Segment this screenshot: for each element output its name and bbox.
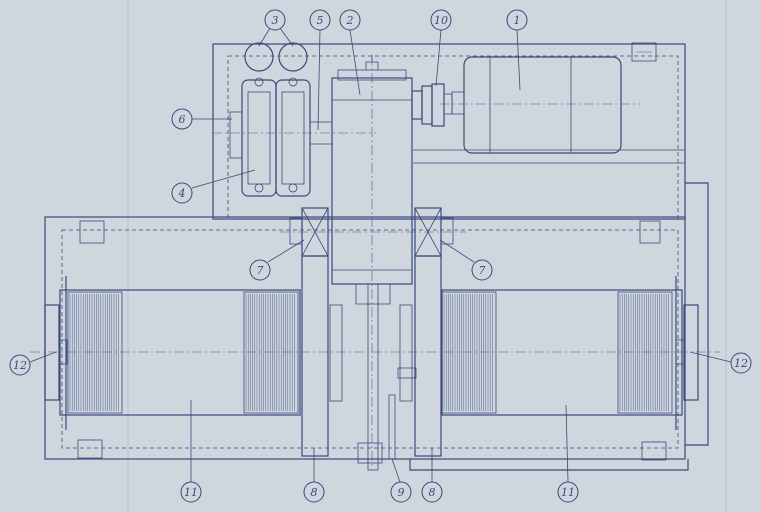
drum-supports (301, 255, 442, 457)
callout-12-right: 12 (689, 351, 752, 374)
callout-1: 1 (506, 9, 528, 91)
callout-label-12-right: 12 (734, 357, 748, 370)
end-bearing-right (675, 276, 699, 430)
callout-label-8-right: 8 (429, 486, 436, 499)
drum-right (441, 289, 683, 416)
end-bearing-left (44, 276, 68, 430)
brake-unit (212, 42, 376, 197)
callout-7-right: 7 (439, 239, 493, 281)
callout-7-left: 7 (249, 239, 305, 281)
callout-6: 6 (171, 108, 232, 130)
callout-11-right: 11 (557, 404, 579, 503)
callout-label-6: 6 (179, 113, 186, 126)
callout-label-1: 1 (514, 14, 521, 27)
callout-3: 3 (258, 9, 294, 47)
gearbox (331, 55, 413, 471)
callout-label-11-left: 11 (184, 486, 198, 499)
callout-8-left: 8 (303, 448, 325, 503)
callout-10: 10 (430, 9, 452, 87)
callout-label-5: 5 (317, 14, 324, 27)
callout-4: 4 (171, 169, 256, 204)
callout-label-9: 9 (398, 486, 405, 499)
callout-9: 9 (390, 458, 412, 503)
callout-label-8-left: 8 (311, 486, 318, 499)
callout-label-7-left: 7 (257, 264, 264, 277)
callout-label-7-right: 7 (479, 264, 486, 277)
drum-left (59, 289, 301, 416)
callout-label-3: 3 (272, 14, 279, 27)
callout-label-12-left: 12 (13, 359, 27, 372)
callout-label-10: 10 (434, 14, 448, 27)
drum-cable-windings (69, 294, 669, 411)
callout-12-left: 12 (9, 351, 57, 376)
callout-2: 2 (339, 9, 361, 96)
callout-label-2: 2 (346, 14, 354, 27)
callout-5: 5 (309, 9, 331, 131)
upper-frame (212, 42, 686, 220)
callout-11-left: 11 (180, 400, 202, 503)
callout-label-4: 4 (178, 187, 186, 200)
callout-label-11-right: 11 (561, 486, 575, 499)
callout-8-right: 8 (421, 448, 443, 503)
